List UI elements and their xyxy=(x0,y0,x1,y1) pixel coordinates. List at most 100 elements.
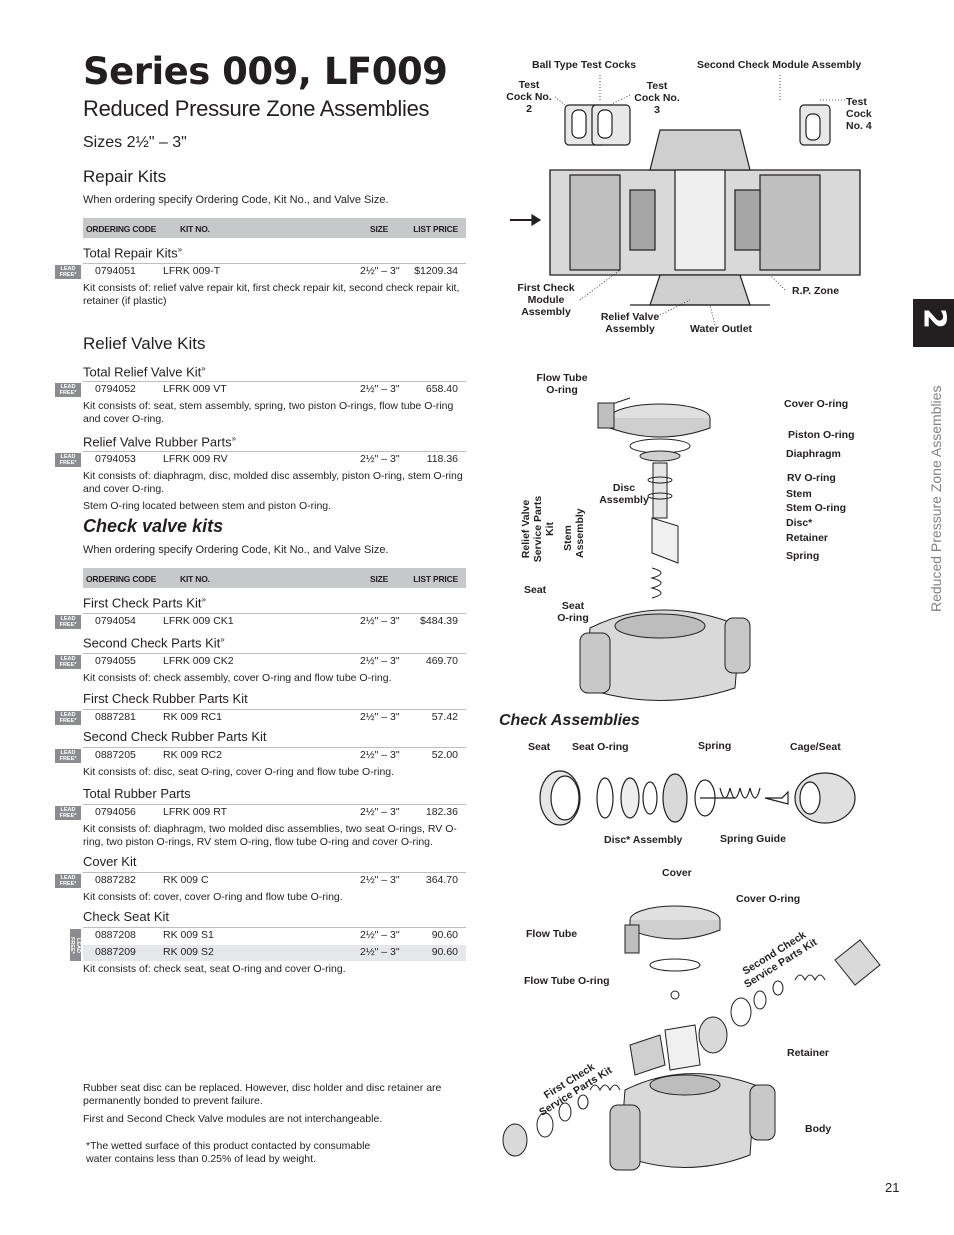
lead-free-badge: LEAD FREE* xyxy=(55,265,81,279)
table-row: 0794052 LFRK 009 VT 2½" – 3" 658.40 xyxy=(95,383,458,395)
repair-kits-heading: Repair Kits xyxy=(83,167,167,186)
page-number: 21 xyxy=(885,1180,900,1195)
label-check-seat: Seat xyxy=(528,741,551,753)
kit-description: Kit consists of: diaphragm, disc, molded… xyxy=(83,470,463,495)
label-flow-tube: Flow Tube xyxy=(526,928,578,940)
label-stem-oring: Stem O-ring xyxy=(786,502,847,514)
col-kit-no: KIT NO. xyxy=(180,224,210,234)
label-disc: Disc* xyxy=(786,517,813,529)
kit-description: Kit consists of: check assembly, cover O… xyxy=(83,672,392,684)
label-cover: Cover xyxy=(662,867,692,879)
lead-free-badge: LEAD FREE* xyxy=(69,929,81,961)
lead-free-badge: LEAD FREE* xyxy=(55,874,81,888)
lead-free-badge: LEAD FREE* xyxy=(55,711,81,725)
lead-free-badge: LEAD FREE* xyxy=(55,453,81,467)
lead-free-badge: LEAD FREE* xyxy=(55,383,81,397)
label-stem-assembly: Stem Assembly xyxy=(562,508,586,558)
kit-description: Kit consists of: seat, stem assembly, sp… xyxy=(83,400,454,425)
page-subtitle: Reduced Pressure Zone Assemblies xyxy=(83,96,430,121)
footnote-modules: First and Second Check Valve modules are… xyxy=(83,1113,383,1125)
repair-kits-instructions: When ordering specify Ordering Code, Kit… xyxy=(83,194,389,206)
table-row: 0887205 RK 009 RC2 2½" – 3" 52.00 xyxy=(95,749,458,761)
label-seat: Seat xyxy=(524,584,547,596)
label-water-outlet: Water Outlet xyxy=(690,323,753,335)
table-row: 0887209 RK 009 S2 2½" – 3" 90.60 xyxy=(83,945,466,961)
kit-title: Second Check Parts Kit» xyxy=(83,635,225,651)
label-rp-zone: R.P. Zone xyxy=(792,285,840,297)
footnote-disc: Rubber seat disc can be replaced. Howeve… xyxy=(83,1082,442,1107)
chapter-tab: 2 xyxy=(913,299,954,347)
lead-free-badge: LEAD FREE* xyxy=(55,655,81,669)
kit-description: Kit consists of: relief valve repair kit… xyxy=(83,282,460,307)
label-relief-valve-assembly: Relief Valve Assembly xyxy=(600,311,660,335)
label-cover-oring: Cover O-ring xyxy=(784,398,849,410)
check-valve-kits-instructions: When ordering specify Ordering Code, Kit… xyxy=(83,544,389,556)
full-exploded-drawing xyxy=(502,905,881,1171)
page-title: Series 009, LF009 xyxy=(83,50,448,93)
label-disc-assembly: Disc Assembly xyxy=(599,482,649,506)
label-diaphragm: Diaphragm xyxy=(786,448,841,460)
col-list-price: LIST PRICE xyxy=(413,224,458,234)
table-row: 0887208 RK 009 S1 2½" – 3" 90.60 xyxy=(95,929,458,941)
label-seat-oring: Seat O-ring xyxy=(557,600,589,624)
kit-title: Second Check Rubber Parts Kit xyxy=(83,729,267,744)
kit-title: Total Rubber Parts xyxy=(83,786,191,801)
label-check-seat-oring: Seat O-ring xyxy=(572,741,629,753)
assembly-cross-section-drawing xyxy=(510,75,861,326)
label-test-cock-3: Test Cock No. 3 xyxy=(634,80,680,116)
kit-description: Kit consists of: check seat, seat O-ring… xyxy=(83,963,346,975)
label-flow-tube-oring-2: Flow Tube O-ring xyxy=(524,975,610,987)
label-second-check-module: Second Check Module Assembly xyxy=(697,59,862,71)
label-body: Body xyxy=(805,1123,832,1135)
kit-description: Kit consists of: diaphragm, two molded d… xyxy=(83,823,457,848)
sizes-label: Sizes 2½" – 3" xyxy=(83,134,187,151)
footnote-lead: *The wetted surface of this product cont… xyxy=(86,1140,371,1165)
label-check-disc-assembly: Disc* Assembly xyxy=(604,834,683,846)
table-row: 0794055 LFRK 009 CK2 2½" – 3" 469.70 xyxy=(95,655,458,667)
label-check-spring: Spring xyxy=(698,740,732,752)
label-spring: Spring xyxy=(786,550,820,562)
table-row: 0794051 LFRK 009-T 2½" – 3" $1209.34 xyxy=(95,265,458,277)
check-assemblies-heading: Check Assemblies xyxy=(499,712,640,729)
label-relief-valve-service-kit: Relief Valve Service Parts Kit xyxy=(520,495,556,563)
kit-description: Kit consists of: disc, seat O-ring, cove… xyxy=(83,766,395,778)
label-ball-type-test-cocks: Ball Type Test Cocks xyxy=(532,59,637,71)
chapter-side-text: Reduced Pressure Zone Assemblies xyxy=(928,385,944,612)
table-row: 0887282 RK 009 C 2½" – 3" 364.70 xyxy=(95,874,458,886)
label-first-check-module: First Check Module Assembly xyxy=(517,282,575,318)
label-piston-oring: Piston O-ring xyxy=(788,429,855,441)
label-retainer: Retainer xyxy=(786,532,829,544)
kit-title: Total Repair Kits» xyxy=(83,245,183,261)
table-row: 0887281 RK 009 RC1 2½" – 3" 57.42 xyxy=(95,711,458,723)
label-cage-seat: Cage/Seat xyxy=(790,741,841,753)
label-cover-oring-2: Cover O-ring xyxy=(736,893,801,905)
label-test-cock-4: Test Cock No. 4 xyxy=(846,96,872,132)
label-retainer-2: Retainer xyxy=(787,1047,830,1059)
lead-free-badge: LEAD FREE* xyxy=(55,615,81,629)
kit-description: Stem O-ring located between stem and pis… xyxy=(83,500,332,512)
label-stem: Stem xyxy=(786,488,812,500)
relief-valve-exploded-drawing xyxy=(579,397,751,701)
col-ordering-code: ORDERING CODE xyxy=(86,224,157,234)
kit-title: Check Seat Kit xyxy=(83,909,169,924)
table-row: 0794053 LFRK 009 RV 2½" – 3" 118.36 xyxy=(95,453,458,465)
lead-free-badge: LEAD FREE* xyxy=(55,749,81,763)
table-row: 0794056 LFRK 009 RT 2½" – 3" 182.36 xyxy=(95,806,458,818)
check-assemblies-drawing xyxy=(539,770,856,826)
col-size: SIZE xyxy=(370,224,389,234)
label-flow-tube-oring: Flow Tube O-ring xyxy=(536,372,588,396)
kit-title: First Check Parts Kit» xyxy=(83,595,206,611)
kit-title: Relief Valve Rubber Parts» xyxy=(83,434,237,450)
lead-free-badge: LEAD FREE* xyxy=(55,806,81,820)
chapter-number: 2 xyxy=(916,308,952,329)
table-row: 0794054 LFRK 009 CK1 2½" – 3" $484.39 xyxy=(95,615,458,627)
label-spring-guide: Spring Guide xyxy=(720,833,786,845)
check-valve-kits-heading: Check valve kits xyxy=(83,516,224,536)
table-header: ORDERING CODE KIT NO. SIZE LIST PRICE xyxy=(83,218,466,238)
kit-title: Cover Kit xyxy=(83,854,137,869)
kit-description: Kit consists of: cover, cover O-ring and… xyxy=(83,891,343,903)
table-header: ORDERING CODE KIT NO. SIZE LIST PRICE xyxy=(83,568,466,588)
label-test-cock-2: Test Cock No. 2 xyxy=(506,79,552,115)
kit-title: First Check Rubber Parts Kit xyxy=(83,691,248,706)
kit-title: Total Relief Valve Kit» xyxy=(83,364,206,380)
